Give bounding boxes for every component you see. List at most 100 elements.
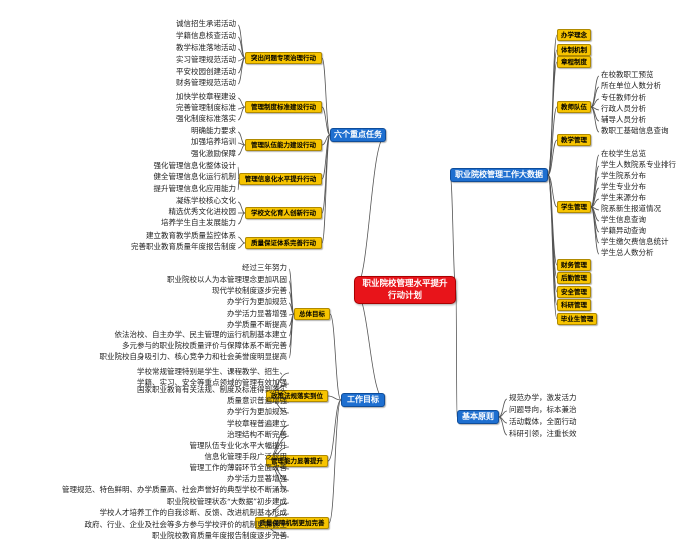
main-link — [321, 134, 331, 146]
leaf-item: 在校教职工预览 — [601, 70, 654, 79]
subtopic[interactable]: 体制机制 — [557, 44, 591, 56]
leaf-item: 质量意识普遍增强 — [227, 396, 287, 405]
leaf-item: 职业院校管理状态“大数据”初步建成 — [166, 497, 287, 506]
subtopic[interactable]: 政策法规落实到位 — [266, 390, 328, 402]
root-link — [449, 174, 457, 291]
root-link — [353, 134, 387, 291]
main-topic-right[interactable]: 职业院校管理工作大数据 — [450, 168, 548, 182]
root-title-line2: 行动计划 — [387, 291, 422, 301]
leaf-link — [237, 236, 246, 244]
leaf-item: 学籍信息核查活动 — [176, 31, 236, 40]
leaf-item: 办学活力显著增强 — [227, 309, 287, 318]
subtopic[interactable]: 突出问题专项治理行动 — [245, 52, 322, 64]
leaf-item: 教职工基础信息查询 — [601, 126, 669, 135]
leaf-item: 多元参与的职业院校质量评价与保障体系不断完善 — [122, 341, 287, 350]
subtopic[interactable]: 科研管理 — [557, 299, 591, 311]
leaf-link — [590, 206, 600, 255]
leaf-item: 学籍异动查询 — [601, 226, 646, 235]
leaf-item: 行政人员分析 — [601, 104, 646, 113]
principle-item: 规范办学，激发活力 — [509, 393, 577, 402]
subtopic[interactable]: 毕业生管理 — [557, 313, 597, 325]
main-link — [327, 395, 342, 401]
leaf-item: 办学行为更加规范 — [227, 297, 287, 306]
leaf-item: 精选优秀文化进校园 — [168, 207, 237, 216]
subtopic[interactable]: 办学理念 — [557, 29, 591, 41]
main-link — [329, 313, 342, 401]
leaf-item: 财务管理规范活动 — [176, 78, 236, 87]
leaf-link — [237, 178, 240, 191]
leaf-link — [590, 106, 600, 133]
leaf-item: 学校人才培养工作的自我诊断、反馈、改进机制基本形成 — [99, 508, 288, 517]
subtopic[interactable]: 管理信息化水平提升行动 — [239, 173, 322, 185]
leaf-link — [237, 106, 246, 121]
leaf-item: 治理结构不断完善 — [227, 430, 287, 439]
leaf-item: 国家职业教育有关法规、制度及标准得到落实 — [137, 385, 287, 394]
leaf-item: 依法治校、自主办学、民主管理的运行机制基本建立 — [114, 330, 288, 339]
main-link — [547, 106, 558, 176]
subtopic[interactable]: 教学管理 — [557, 134, 591, 146]
subtopic[interactable]: 财务管理 — [557, 259, 591, 271]
leaf-link — [237, 212, 246, 225]
leaf-item: 学生来源分布 — [601, 193, 646, 202]
subtopic[interactable]: 管理能力显著提升 — [266, 455, 328, 467]
principle-item: 科研引领，注重长效 — [509, 429, 577, 438]
leaf-item: 培养学生自主发展能力 — [161, 218, 236, 227]
leaf-item: 学生人数院系专业排行 — [601, 160, 676, 169]
leaf-item: 学生总人数分析 — [601, 248, 654, 257]
leaf-item: 管理规范、特色鲜明、办学质量高、社会声誉好的典型学校不断涌现 — [62, 485, 287, 494]
main-link — [321, 106, 331, 136]
leaf-link — [288, 313, 295, 359]
leaf-item: 完善管理制度标准 — [176, 103, 236, 112]
root-node[interactable]: 职业院校管理水平提升行动计划 — [354, 276, 456, 304]
leaf-link — [237, 201, 246, 214]
principle-item: 活动载体，全面行动 — [509, 417, 577, 426]
subtopic[interactable]: 教师队伍 — [557, 101, 591, 113]
leaf-item: 建立教育教学质量监控体系 — [146, 231, 236, 240]
leaf-item: 完善职业教育质量年度报告制度 — [131, 242, 236, 251]
subtopic[interactable]: 质量保障机制更加完善 — [255, 517, 329, 529]
leaf-item: 实习管理规范活动 — [176, 55, 236, 64]
leaf-item: 经过三年努力 — [242, 263, 287, 272]
main-link — [547, 174, 558, 320]
leaf-item: 加快学校章程建设 — [176, 92, 236, 101]
subtopic[interactable]: 章程制度 — [557, 56, 591, 68]
leaf-item: 学校常规管理特别是学生、课程教学、招生、 — [137, 367, 287, 376]
leaf-item: 辅导人员分析 — [601, 115, 646, 124]
leaf-link — [237, 97, 246, 108]
subtopic[interactable]: 质量保证体系完善行动 — [245, 237, 322, 249]
main-link — [328, 399, 342, 524]
leaf-item: 所在单位人数分析 — [601, 81, 661, 90]
subtopic[interactable]: 总体目标 — [294, 308, 330, 320]
leaf-item: 职业院校以人为本管理理念更加巩固 — [167, 275, 287, 284]
main-link — [321, 134, 331, 244]
leaf-item: 学生院系分布 — [601, 171, 646, 180]
main-link — [327, 399, 342, 462]
leaf-item: 学生专业分布 — [601, 182, 646, 191]
main-topic-left[interactable]: 工作目标 — [341, 393, 385, 407]
leaf-item: 管理队伍专业化水平大幅提升 — [189, 441, 288, 450]
subtopic[interactable]: 安全管理 — [557, 286, 591, 298]
leaf-item: 凝练学校核心文化 — [176, 196, 236, 205]
subtopic[interactable]: 学校文化育人创新行动 — [245, 207, 322, 219]
leaf-item: 健全管理信息化运行机制 — [153, 172, 237, 181]
main-topic-right[interactable]: 基本原则 — [457, 410, 499, 424]
leaf-item: 学生信息查询 — [601, 215, 646, 224]
leaf-item: 诚信招生承诺活动 — [176, 19, 236, 28]
leaf-item: 政府、行业、企业及社会等多方参与学校评价的机制更加健全 — [84, 520, 288, 529]
leaf-item: 加强培养培训 — [191, 137, 236, 146]
main-topic-left[interactable]: 六个重点任务 — [330, 128, 386, 142]
leaf-item: 强化管理信息化整体设计 — [153, 161, 237, 170]
subtopic[interactable]: 管理制度标准建设行动 — [245, 101, 322, 113]
leaf-item: 强化激励保障 — [191, 149, 236, 158]
subtopic[interactable]: 管理队伍能力建设行动 — [245, 139, 322, 151]
principle-item: 问题导向，标本兼治 — [509, 405, 577, 414]
subtopic[interactable]: 学生管理 — [557, 201, 591, 213]
leaf-item: 院系新生报道情况 — [601, 204, 661, 213]
subtopic[interactable]: 后勤管理 — [557, 272, 591, 284]
root-link — [455, 289, 458, 418]
leaf-link — [590, 165, 600, 208]
root-link — [353, 289, 386, 401]
leaf-item: 管理工作的薄弱环节全面改善 — [189, 463, 288, 472]
